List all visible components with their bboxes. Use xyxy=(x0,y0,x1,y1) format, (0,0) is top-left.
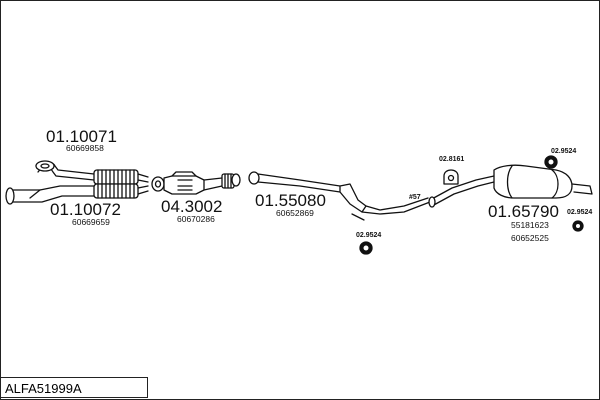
oe-number-catalytic-converter: 60670286 xyxy=(177,214,215,224)
part-number-rear-silencer: 01.65790 xyxy=(488,202,559,221)
catalytic-converter xyxy=(151,171,241,195)
part-number-intermediate-pipe: 01.55080 xyxy=(255,191,326,210)
hanger-front-shape xyxy=(351,213,373,255)
rubber-rear-shape xyxy=(572,220,584,232)
diagram-code: ALFA51999A xyxy=(5,381,82,396)
fitting-label-hanger-mid: 02.8161 xyxy=(439,156,465,163)
fitting-label-hanger-rear: 02.9524 xyxy=(551,148,577,155)
oe-number-intermediate-pipe: 60652869 xyxy=(276,208,314,218)
part-number-catalytic-converter: 04.3002 xyxy=(161,197,223,216)
part-number-front-pipe-lower: 01.10072 xyxy=(50,200,121,219)
intermediate-pipe xyxy=(248,171,431,215)
front-pipe-lower xyxy=(5,183,149,205)
fitting-label-rubber-rear: 02.9524 xyxy=(567,209,593,216)
hanger-mid-shape xyxy=(443,169,459,185)
clamp-mid-shape xyxy=(428,196,436,208)
oe-number-rear-silencer-1: 55181623 xyxy=(511,220,549,230)
rear-silencer xyxy=(429,164,593,207)
fitting-label-hanger-front: 02.9524 xyxy=(356,232,382,239)
hanger-rear-shape xyxy=(544,155,558,169)
fitting-label-clamp-mid: #57 xyxy=(409,194,421,201)
front-pipe-upper xyxy=(35,160,149,185)
oe-number-rear-silencer-2: 60652525 xyxy=(511,233,549,243)
part-number-front-pipe-upper: 01.10071 xyxy=(46,127,117,146)
diagram-code-box: ALFA51999A xyxy=(0,377,148,398)
oe-number-front-pipe-upper: 60669858 xyxy=(66,143,104,153)
oe-number-front-pipe-lower: 60669659 xyxy=(72,217,110,227)
